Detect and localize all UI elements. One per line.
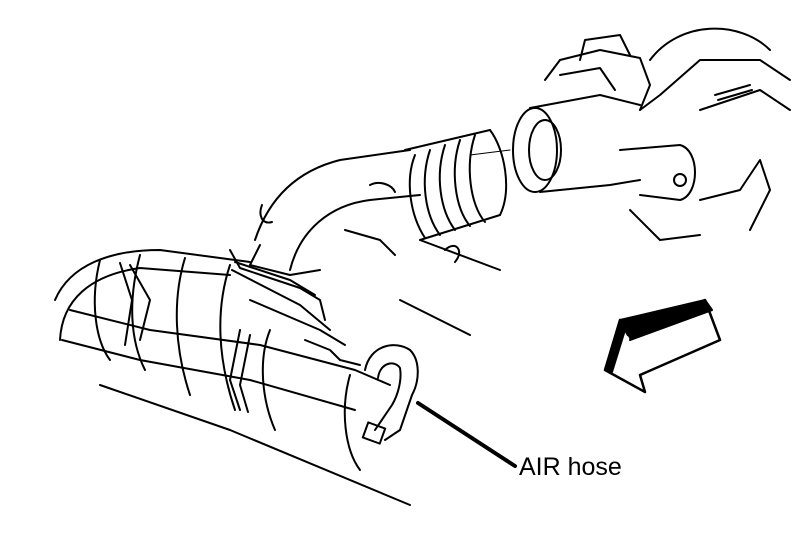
direction-arrow — [603, 298, 722, 394]
air-hose-callout-label: AIR hose — [519, 453, 622, 481]
intake-duct — [229, 149, 501, 346]
leader-line — [416, 401, 517, 468]
throttle-body — [469, 27, 791, 241]
air-cleaner-housing — [54, 249, 411, 506]
bellows — [404, 129, 507, 241]
air-hose — [361, 344, 419, 445]
